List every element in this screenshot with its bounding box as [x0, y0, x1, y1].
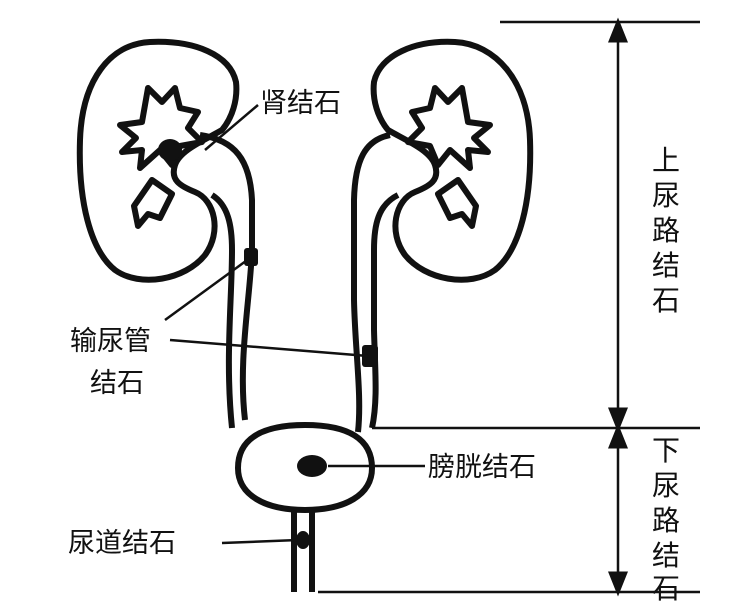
right-kidney-outline — [370, 38, 534, 283]
lower-char-1: 尿 — [652, 469, 680, 502]
ureter-stone-leader-2 — [169, 338, 369, 358]
lower-char-2: 路 — [652, 504, 680, 537]
urethra-stone-leader — [221, 538, 299, 545]
right-ureter — [351, 132, 400, 433]
upper-char-2: 路 — [652, 214, 680, 247]
upper-char-1: 尿 — [652, 179, 680, 212]
ureter-stone-leader-1 — [164, 256, 251, 322]
kidney-stone-leader — [204, 104, 259, 151]
urethra-stone-mark — [296, 531, 310, 549]
urethra — [291, 508, 315, 592]
right-renal-calyces — [405, 85, 493, 171]
right-kidney — [370, 38, 534, 283]
region-brackets — [318, 17, 700, 597]
upper-char-4: 石 — [652, 284, 680, 317]
left-kidney — [76, 38, 240, 283]
left-ureter — [199, 132, 255, 429]
ureter-stone-label-line2: 结石 — [90, 368, 144, 399]
leader-lines — [164, 104, 425, 545]
left-renal-calyces — [117, 85, 205, 171]
lower-char-3: 结 — [652, 539, 680, 572]
upper-tract-label: 上 尿 路 结 石 — [652, 144, 680, 317]
right-ureter-stone-mark — [362, 345, 378, 367]
right-lower-calyx — [435, 177, 479, 229]
kidney-stone-label: 肾结石 — [260, 88, 341, 119]
lower-char-0: 下 — [652, 434, 680, 467]
urethra-stone-label: 尿道结石 — [68, 528, 176, 559]
left-kidney-outline — [76, 38, 240, 283]
upper-char-0: 上 — [652, 144, 680, 177]
kidney-stone-mark — [158, 139, 182, 161]
left-ureter-stone-mark — [244, 248, 258, 266]
upper-char-3: 结 — [652, 249, 680, 282]
bladder-stone-label: 膀胱结石 — [428, 452, 536, 483]
lower-char-4: 石 — [652, 572, 680, 605]
ureter-stone-label-line1: 输尿管 — [70, 326, 151, 357]
left-lower-calyx — [131, 177, 175, 229]
bladder-stone-mark — [297, 455, 327, 477]
lower-tract-label: 下 尿 路 结 石 — [652, 434, 680, 605]
